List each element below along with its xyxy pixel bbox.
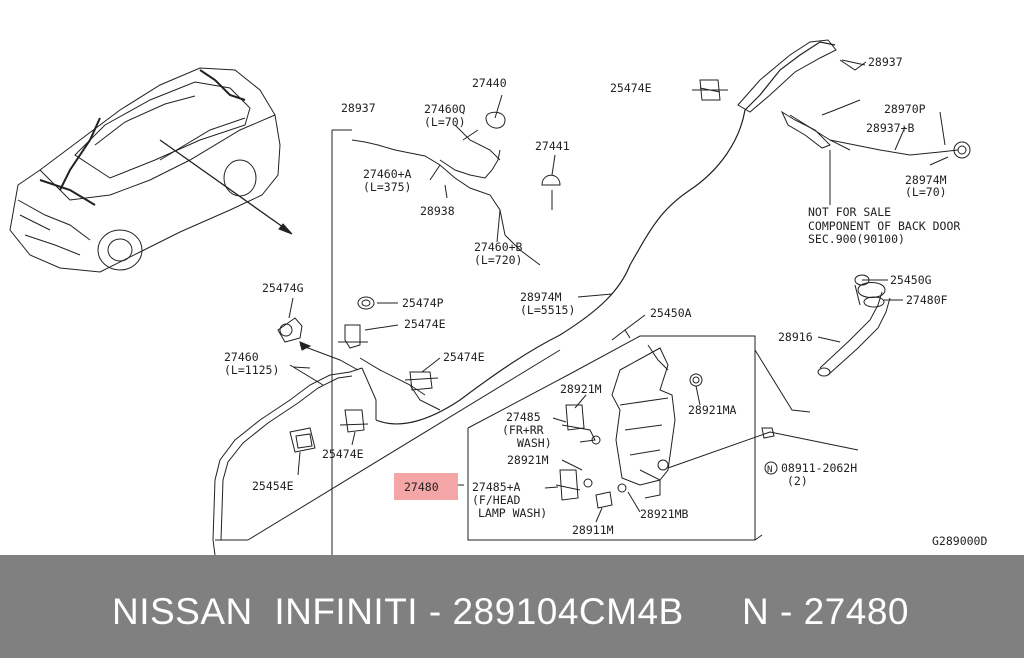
label-f-head: (F/HEAD [472, 493, 521, 507]
label-27460q: 27460Q [424, 102, 466, 116]
label-wash: WASH) [517, 436, 552, 450]
label-08911: 08911-2062H [781, 461, 857, 475]
label-28970p: 28970P [884, 102, 926, 116]
vehicle-illustration [9, 67, 293, 273]
label-27460b: 27460+B [474, 240, 523, 254]
label-27480f: 27480F [906, 293, 948, 307]
label-27480-selected[interactable]: 27480 [404, 480, 439, 494]
label-length-70-a: (L=70) [424, 115, 466, 129]
label-27460a: 27460+A [363, 167, 412, 181]
label-27485: 27485 [506, 410, 541, 424]
label-28911m: 28911M [572, 523, 614, 537]
label-27441: 27441 [535, 139, 570, 153]
label-length-1125: (L=1125) [224, 363, 279, 377]
selected-part-highlight [394, 473, 458, 500]
label-28921mb: 28921MB [640, 507, 689, 521]
label-25474e-mid: 25474E [404, 317, 446, 331]
label-27460: 27460 [224, 350, 259, 364]
note-component-back-door: COMPONENT OF BACK DOOR [808, 219, 960, 233]
bolt-n-marker-icon [764, 461, 778, 475]
washer-system-diagram: 28937 25474E 28970P 28937+B 28974M (L=70… [9, 39, 987, 555]
label-length-720: (L=720) [474, 253, 522, 267]
label-25454e: 25454E [252, 479, 294, 493]
label-28937-top: 28937 [868, 55, 903, 69]
label-27440: 27440 [472, 76, 507, 90]
label-bolt-n: N [767, 465, 772, 475]
part-footer-bar: NISSAN INFINITI - 289104CM4B N - 27480 [0, 555, 1024, 658]
label-28974m-70: 28974M [905, 173, 947, 187]
label-28938: 28938 [420, 204, 455, 218]
label-length-70-b: (L=70) [905, 185, 947, 199]
label-28921m-a: 28921M [560, 382, 602, 396]
label-25474e-low: 25474E [322, 447, 364, 461]
label-28921ma: 28921MA [688, 403, 737, 417]
footer-part-number: NISSAN INFINITI - 289104CM4B [112, 591, 684, 632]
label-diagram-ref: G289000D [932, 534, 987, 548]
label-25450g: 25450G [890, 273, 932, 287]
label-25474e-right: 25474E [443, 350, 485, 364]
note-not-for-sale: NOT FOR SALE [808, 205, 891, 219]
label-length-5515: (L=5515) [520, 303, 575, 317]
label-lamp-wash: LAMP WASH) [478, 506, 547, 520]
washer-tank [611, 329, 676, 499]
label-28921m-b: 28921M [507, 453, 549, 467]
note-section-ref: SEC.900(90100) [808, 232, 905, 246]
label-length-375: (L=375) [363, 180, 411, 194]
label-quantity-2: (2) [787, 474, 808, 488]
label-28937-left: 28937 [341, 101, 376, 115]
label-fr-rr: (FR+RR [502, 423, 544, 437]
label-28916: 28916 [778, 330, 813, 344]
label-27485a: 27485+A [472, 480, 521, 494]
label-25474g: 25474G [262, 281, 304, 295]
label-25474p: 25474P [402, 296, 444, 310]
label-28937b: 28937+B [866, 121, 915, 135]
label-25450a: 25450A [650, 306, 692, 320]
label-25474e-top: 25474E [610, 81, 652, 95]
footer-ref-number: N - 27480 [742, 591, 909, 632]
label-28974m-5515: 28974M [520, 290, 562, 304]
